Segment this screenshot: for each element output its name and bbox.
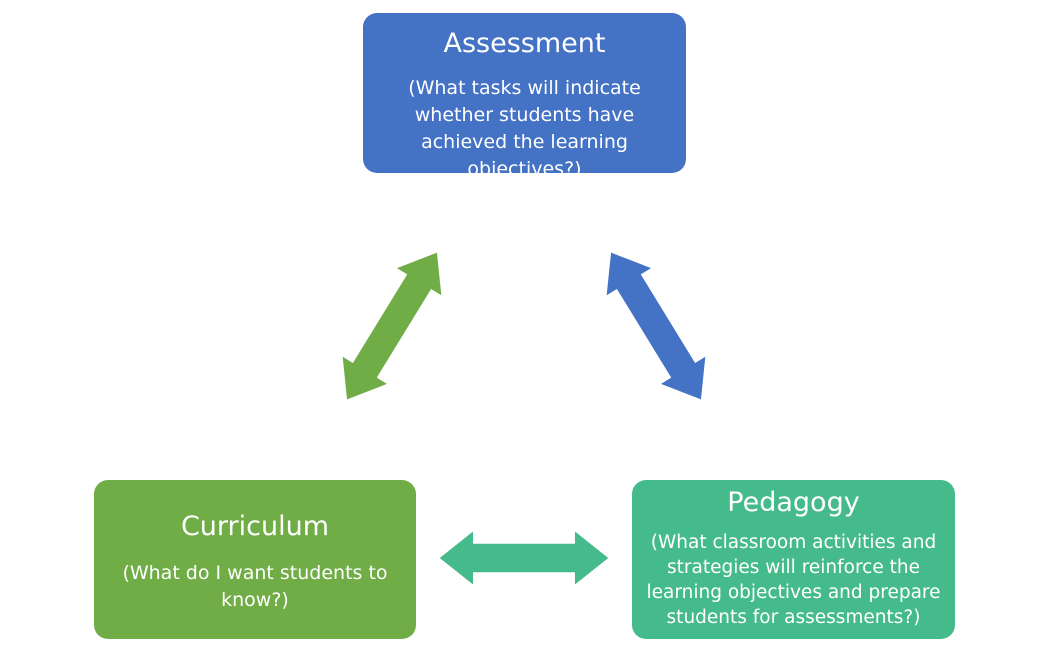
assessment-description: (What tasks will indicate whether studen… [408, 77, 641, 180]
curriculum-box: Curriculum (What do I want students to k… [94, 480, 416, 639]
assessment-pedagogy-arrow [588, 239, 724, 413]
assessment-title: Assessment [443, 28, 606, 59]
pedagogy-title: Pedagogy [727, 487, 860, 518]
pedagogy-description: (What classroom activities and strategie… [646, 532, 941, 628]
curriculum-assessment-arrow [324, 239, 460, 413]
pedagogy-box: Pedagogy (What classroom activities and … [632, 480, 955, 639]
curriculum-title: Curriculum [180, 511, 330, 542]
curriculum-pedagogy-arrow [439, 531, 609, 585]
curriculum-description: (What do I want students to know?) [122, 562, 388, 611]
assessment-box: Assessment (What tasks will indicate whe… [363, 13, 686, 180]
